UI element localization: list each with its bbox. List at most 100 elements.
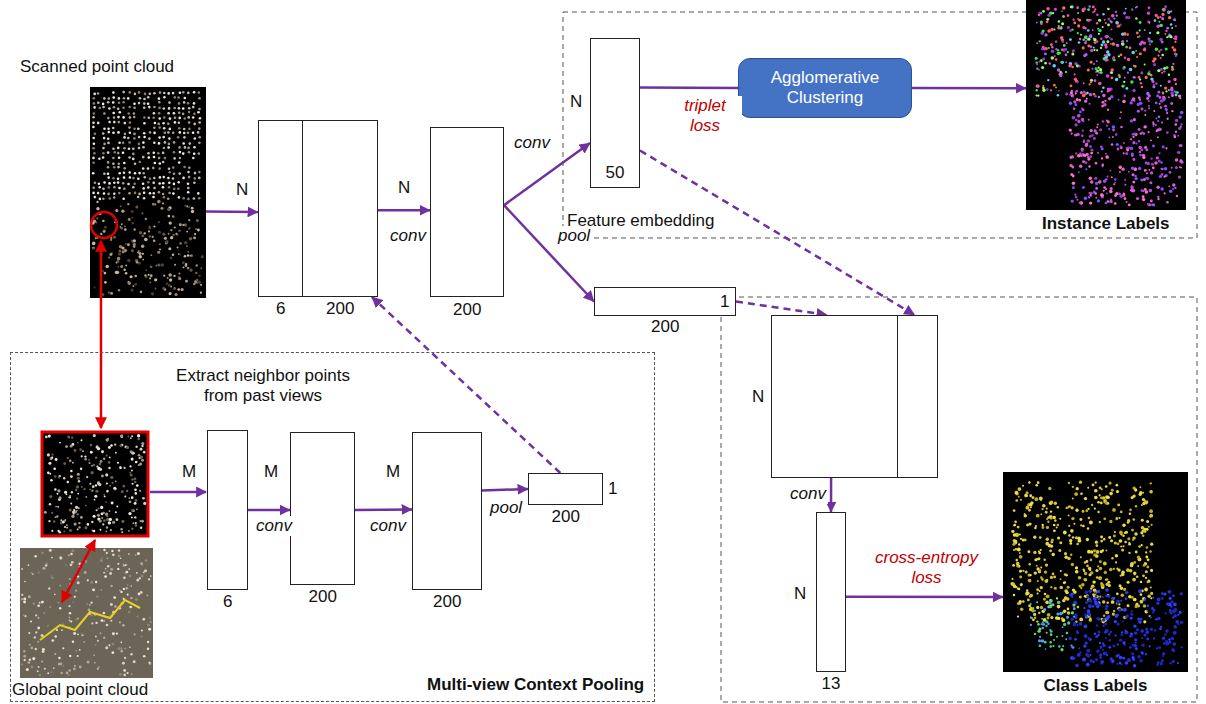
- point-dot: [1125, 87, 1128, 90]
- point-dot: [99, 198, 102, 201]
- point-dot: [151, 292, 154, 295]
- point-dot: [114, 444, 116, 446]
- point-dot: [117, 177, 120, 180]
- point-dot: [1114, 531, 1116, 533]
- point-dot: [1107, 8, 1109, 10]
- point-dot: [129, 575, 132, 578]
- point-dot: [48, 587, 50, 589]
- point-dot: [37, 641, 39, 643]
- point-dot: [1067, 51, 1069, 53]
- point-dot: [118, 163, 121, 166]
- point-dot: [1177, 135, 1179, 137]
- point-dot: [179, 223, 182, 226]
- point-dot: [1124, 57, 1126, 59]
- point-dot: [70, 503, 72, 505]
- point-dot: [199, 117, 202, 120]
- point-dot: [1143, 41, 1146, 44]
- point-dot: [1107, 120, 1110, 123]
- point-dot: [133, 112, 136, 115]
- point-dot: [78, 522, 80, 524]
- point-dot: [138, 136, 141, 139]
- point-dot: [112, 177, 115, 180]
- point-dot: [50, 479, 53, 482]
- point-dot: [174, 116, 177, 119]
- point-dot: [1060, 61, 1062, 63]
- point-dot: [1057, 605, 1061, 609]
- point-dot: [1144, 109, 1146, 111]
- point-dot: [60, 519, 62, 521]
- point-dot: [69, 509, 72, 512]
- point-dot: [147, 167, 150, 170]
- point-dot: [1095, 197, 1097, 199]
- point-dot: [1083, 154, 1086, 157]
- point-dot: [1138, 76, 1141, 79]
- point-dot: [67, 481, 70, 484]
- point-dot: [1040, 549, 1042, 551]
- point-dot: [1162, 145, 1165, 148]
- point-dot: [1115, 133, 1118, 136]
- point-dot: [170, 257, 173, 260]
- point-dot: [128, 91, 131, 94]
- point-dot: [119, 589, 121, 591]
- point-dot: [1084, 41, 1087, 44]
- point-dot: [1157, 198, 1159, 200]
- point-dot: [1175, 131, 1177, 133]
- point-dot: [163, 275, 165, 277]
- point-dot: [141, 212, 143, 214]
- point-dot: [1089, 201, 1092, 204]
- point-dot: [95, 237, 97, 239]
- point-dot: [143, 451, 146, 454]
- point-dot: [72, 462, 74, 464]
- point-dot: [103, 612, 106, 615]
- point-dot: [143, 571, 145, 573]
- point-dot: [1146, 92, 1149, 95]
- point-dot: [122, 197, 125, 200]
- point-dot: [157, 263, 160, 266]
- point-dot: [1126, 33, 1129, 36]
- point-dot: [119, 466, 122, 469]
- point-dot: [1127, 58, 1130, 61]
- point-dot: [21, 598, 23, 600]
- point-dot: [131, 210, 134, 213]
- point-dot: [1043, 558, 1045, 560]
- point-dot: [1172, 183, 1175, 186]
- point-dot: [61, 629, 63, 631]
- point-dot: [108, 446, 111, 449]
- point-dot: [1100, 71, 1103, 74]
- point-dot: [1120, 23, 1122, 25]
- point-dot: [1080, 201, 1084, 205]
- point-dot: [1139, 29, 1141, 31]
- point-dot: [1106, 502, 1109, 505]
- point-dot: [1065, 53, 1068, 56]
- point-dot: [138, 464, 140, 466]
- point-dot: [1126, 40, 1128, 42]
- point-dot: [1164, 86, 1167, 89]
- point-dot: [82, 450, 84, 452]
- point-dot: [1084, 578, 1087, 581]
- point-dot: [100, 461, 102, 463]
- point-dot: [30, 621, 32, 623]
- point-dot: [1153, 57, 1157, 61]
- point-dot: [1075, 152, 1077, 154]
- point-dot: [1092, 5, 1095, 8]
- point-dot: [80, 468, 82, 470]
- point-dot: [140, 562, 143, 565]
- point-dot: [187, 191, 190, 194]
- point-dot: [195, 228, 197, 230]
- point-dot: [198, 108, 201, 111]
- point-dot: [64, 526, 66, 528]
- point-dot: [1136, 32, 1139, 35]
- point-dot: [1116, 14, 1118, 16]
- point-dot: [1102, 101, 1105, 104]
- point-dot: [128, 497, 130, 499]
- point-dot: [189, 142, 192, 145]
- point-dot: [1160, 24, 1163, 27]
- point-dot: [190, 254, 193, 257]
- point-dot: [107, 137, 110, 140]
- point-dot: [103, 137, 106, 140]
- point-dot: [95, 644, 97, 646]
- point-dot: [95, 581, 97, 583]
- point-dot: [117, 563, 119, 565]
- point-dot: [1167, 11, 1169, 13]
- point-dot: [1096, 49, 1098, 51]
